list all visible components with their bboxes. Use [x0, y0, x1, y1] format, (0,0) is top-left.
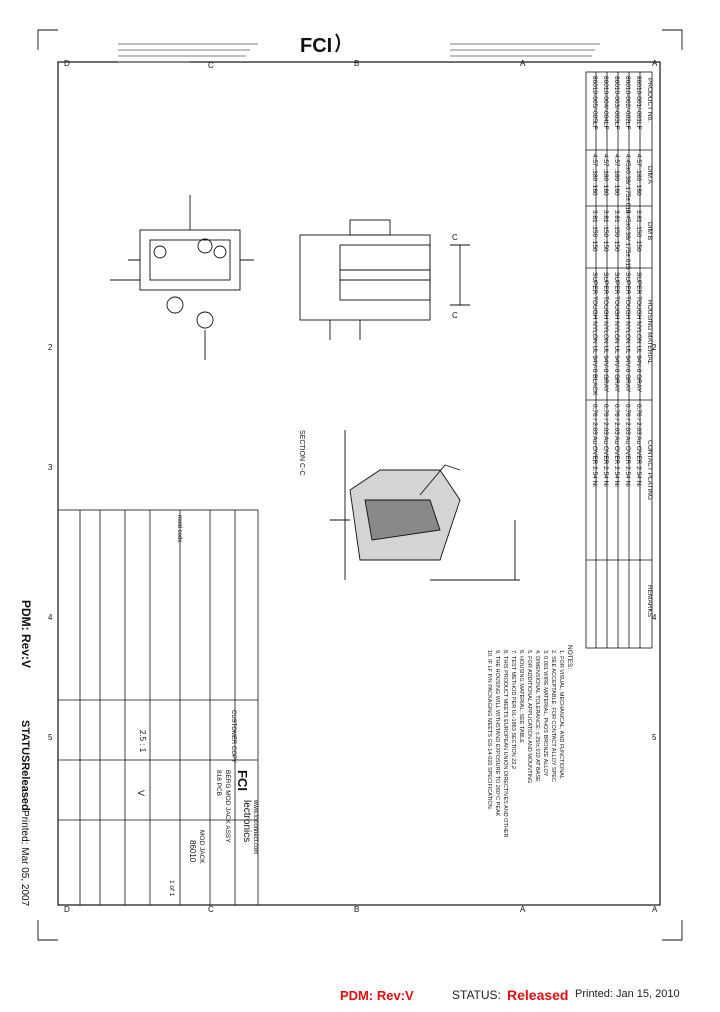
note-item: 7. TEST METHOD PER UL-1863 SECTION 22.2: [510, 650, 516, 769]
drawing-number: 86010: [188, 840, 197, 863]
footprint-view: [110, 195, 254, 360]
table-cell: SUPER TOUGH NYLON UL 94V-0 GRAY: [635, 272, 642, 393]
status-value: Released: [507, 987, 569, 1003]
svg-text:A: A: [652, 59, 658, 68]
product-family: MOD JACK: [198, 830, 205, 864]
table-cell: 4.57 .180 .180: [591, 154, 598, 196]
svg-text:2: 2: [48, 343, 53, 352]
svg-text:B: B: [354, 59, 359, 68]
table-cell: 4.57 .180 .180: [635, 154, 642, 196]
note-item: 2. SEE ACCEPTABLE: FOR CONTACT ALLOY SPE…: [550, 650, 556, 782]
revision: V: [136, 790, 146, 796]
title-line-2: 818 PCB: [215, 770, 222, 796]
product-table: [585, 71, 653, 649]
table-cell: 86010-005/-005LF: [591, 76, 598, 130]
table-header-housing: HOUSING MATERIAL: [646, 300, 653, 365]
table-cell: 0.76 / 2.03 Au OVER 2.54 Ni: [635, 404, 642, 487]
table-header-dim-b: DIM B: [646, 222, 653, 240]
svg-text:4: 4: [48, 613, 53, 622]
svg-text:C: C: [452, 311, 458, 320]
crop-marks: [37, 29, 683, 941]
table-cell: 3.81 .150 .150: [591, 210, 598, 252]
svg-text:B: B: [354, 905, 359, 914]
printed-date: Printed: Jan 15, 2010: [575, 988, 680, 1000]
svg-text:4: 4: [652, 613, 657, 622]
logo-text: lectronics: [241, 800, 252, 842]
left-pdm: PDM: Rev:V: [19, 600, 33, 668]
status-label: STATUS:: [452, 988, 501, 1002]
svg-text:5: 5: [48, 733, 53, 742]
table-cell: 4.57 .180 .180: [613, 154, 620, 196]
svg-text:A: A: [652, 905, 658, 914]
left-printed: Printed: Mar 05, 2007: [19, 810, 30, 907]
header-fineprint: [118, 43, 600, 63]
title-line-1: BERG MOD JACK ASSY: [224, 770, 231, 843]
note-item: 9. THE HOUSING WILL WITHSTAND EXPOSURE T…: [494, 650, 500, 817]
side-view: C C: [299, 219, 470, 340]
section-view: [330, 430, 520, 581]
table-cell: SUPER TOUGH NYLON UL 94V-0 BLACK: [591, 272, 598, 396]
table-cell: SUPER TOUGH NYLON UL 94V-0 GRAY: [613, 272, 620, 393]
svg-text:D: D: [64, 905, 70, 914]
svg-text:A: A: [520, 905, 526, 914]
table-header-remarks: REMARKS: [646, 585, 653, 618]
note-item: 1. FOR VISUAL, MECHANICAL, AND FUNCTIONA…: [558, 650, 564, 779]
svg-text:D: D: [64, 59, 70, 68]
note-item: 5. FOR ADDITIONAL APPLICATION AND MOUNTI…: [526, 650, 532, 783]
svg-text:C: C: [208, 905, 214, 914]
note-item: 8. THIS PRODUCT MEETS EUROPEAN UNION DIR…: [502, 650, 508, 837]
fci-logo-title-block: FCI: [235, 770, 250, 791]
section-label: SECTION C-C: [298, 430, 305, 476]
svg-text:5: 5: [652, 733, 657, 742]
svg-text:3: 3: [48, 463, 53, 472]
note-item: 10. IF LF P/N PACKAGING MEETS GS-14-020 …: [486, 650, 492, 811]
table-header-product: PRODUCT No.: [646, 78, 653, 122]
left-status: STATUSReleased: [19, 720, 31, 811]
table-cell: 86010-003/-003LF: [613, 76, 620, 130]
table-cell: 0.76 / 2.03 Au OVER 2.54 Ni: [613, 404, 620, 487]
svg-text:FCI: FCI: [235, 770, 250, 791]
website: www.fciconnect.com: [252, 799, 258, 854]
svg-text:C: C: [208, 61, 214, 70]
svg-text:C: C: [452, 233, 458, 242]
sheet-number: 1 of 1: [168, 880, 175, 897]
note-item: 6. HOUSING MATERIAL: SEE TABLE: [518, 650, 524, 743]
table-header-plating: CONTACT PLATING: [646, 440, 653, 500]
drawing-frame: [57, 61, 661, 906]
table-cell: 4.45±0.38/.175±.015: [624, 210, 631, 270]
table-cell: SUPER TOUGH NYLON UL 94V-0 GRAY: [624, 272, 631, 393]
table-cell: 0.76 / 2.03 Au OVER 2.54 Ni: [591, 404, 598, 487]
title-block: [57, 509, 259, 906]
table-cell: 86010-002/-002LF: [624, 76, 631, 130]
table-header-dim-a: DIM A: [646, 166, 653, 184]
scale: 2.5 : 1: [138, 730, 147, 753]
table-cell: 3.81 .150 .150: [635, 210, 642, 252]
notes-title: NOTES:: [566, 645, 573, 669]
table-cell: 86010-004/-004LF: [602, 76, 609, 130]
table-cell: 3.81 .150 .150: [613, 210, 620, 252]
table-cell: 0.76 / 2.03 Au OVER 2.54 Ni: [624, 404, 631, 487]
table-cell: 86010-001/-001LF: [635, 76, 642, 130]
note-item: 3. 0.001 WIRE MATERIAL, PHOS BRONZE ALLO…: [542, 650, 548, 777]
table-cell: 4.45±0.38/.175±.015: [624, 154, 631, 214]
table-cell: 3.81 .150 .150: [602, 210, 609, 252]
fci-logo: FCI: [300, 33, 340, 57]
table-cell: 0.76 / 2.03 Au OVER 2.54 Ni: [602, 404, 609, 487]
mold-code: mold code: [176, 515, 182, 543]
table-cell: 4.57 .180 .180: [602, 154, 609, 196]
svg-text:A: A: [520, 59, 526, 68]
customer-copy: CUSTOMER COPY: [230, 710, 236, 763]
pdm-revision: PDM: Rev:V: [340, 988, 414, 1003]
note-item: 4. DIMENSIONAL TOLERANCE: ±.25/±.010 AT …: [534, 650, 540, 782]
svg-text:FCI: FCI: [300, 35, 332, 57]
svg-text:2: 2: [652, 343, 657, 352]
table-cell: SUPER TOUGH NYLON UL 94V-0 GRAY: [602, 272, 609, 393]
border-zone-labels: D C B A A D C B A A 2 3 4 5 2 4 5: [48, 59, 658, 914]
